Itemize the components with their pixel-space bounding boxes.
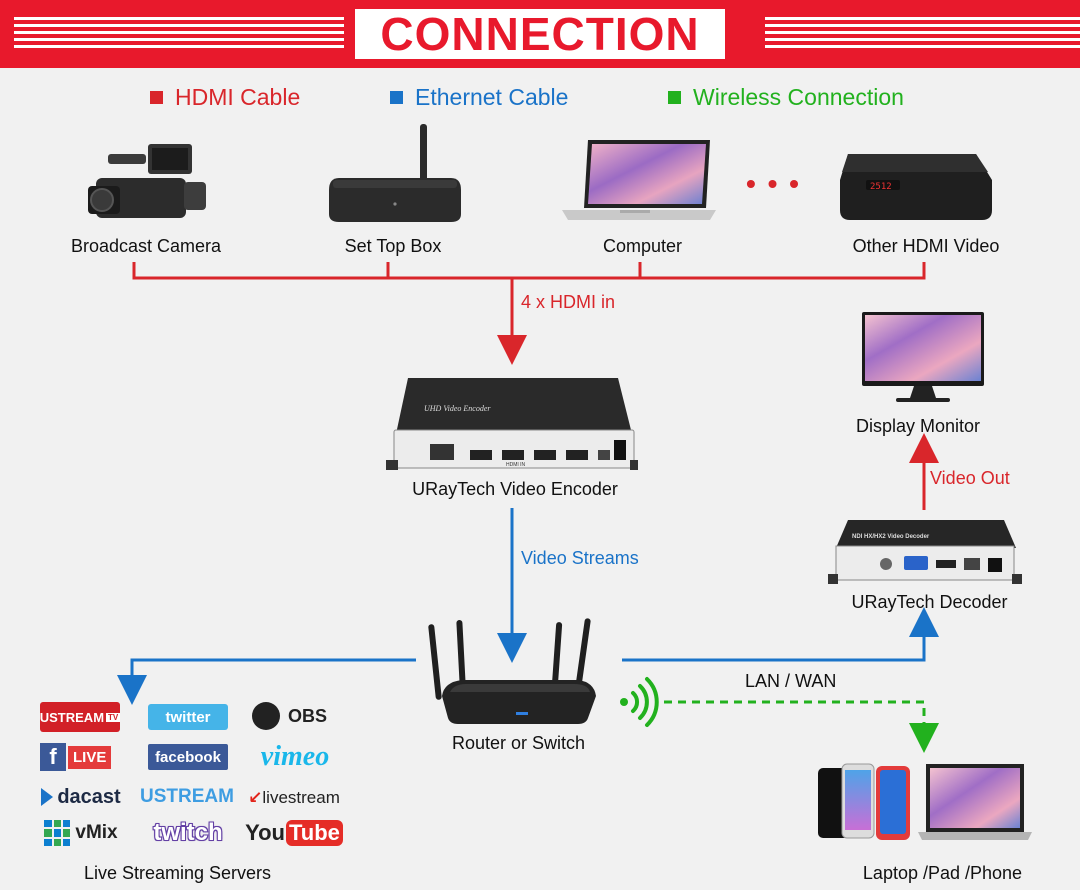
streaming-servers-label: Live Streaming Servers (83, 863, 272, 883)
media-player-display: 2512 (870, 182, 892, 192)
twitch-logo: twitch (144, 816, 232, 850)
display-monitor-icon (862, 312, 984, 402)
facebook-live-text: LIVE (68, 745, 112, 769)
dacast-logo: dacast (38, 782, 124, 812)
laptop-icon (562, 140, 716, 220)
obs-logo: OBS (252, 700, 342, 732)
display-monitor-label: Display Monitor (855, 416, 981, 436)
obs-text: OBS (288, 705, 328, 726)
wifi-icon (620, 677, 659, 727)
facebook-f-icon: f (40, 743, 66, 771)
video-decoder-device: NDI HX/HX2 Video Decoder (828, 518, 1022, 586)
legend-hdmi-swatch (150, 91, 163, 104)
computer-label: Computer (602, 236, 683, 256)
vimeo-text: vimeo (260, 741, 330, 772)
ustream-text: USTREAM (140, 786, 234, 807)
legend-ethernet: Ethernet Cable (390, 84, 568, 111)
dacast-icon (41, 788, 54, 806)
set-top-box-label: Set Top Box (344, 236, 442, 256)
video-out-label: Video Out (930, 468, 1010, 488)
media-player-icon: 2512 (840, 154, 992, 220)
youtube-tube-text: Tube (286, 820, 343, 846)
router-icon (428, 618, 596, 724)
facebook-text: facebook (155, 748, 221, 766)
facebook-live-logo: f LIVE (40, 742, 122, 772)
livestream-logo: ↙ livestream (244, 784, 344, 812)
legend-ethernet-swatch (390, 91, 403, 104)
legend-hdmi-label: HDMI Cable (175, 84, 301, 110)
obs-icon (252, 702, 280, 730)
hdmi-in-label: 4 x HDMI in (521, 292, 616, 312)
banner-stripes-right (765, 17, 1080, 51)
lan-wan-label: LAN / WAN (745, 671, 837, 691)
client-devices-icon (818, 763, 1032, 840)
router-label: Router or Switch (451, 733, 586, 753)
twitter-logo: twitter (148, 704, 228, 730)
broadcast-camera-icon (88, 144, 206, 218)
legend-hdmi: HDMI Cable (150, 84, 300, 111)
twitter-text: twitter (165, 708, 211, 726)
broadcast-camera-label: Broadcast Camera (70, 236, 222, 256)
facebook-logo: facebook (148, 744, 228, 770)
ustream-logo: USTREAM (140, 782, 234, 812)
encoder-plate: UHD Video Encoder (424, 404, 491, 413)
ethernet-lines (117, 508, 939, 705)
video-streams-label: Video Streams (521, 548, 639, 568)
decoder-plate: NDI HX/HX2 Video Decoder (852, 534, 930, 540)
vmix-logo: vMix (38, 818, 124, 848)
video-decoder-label: URayTech Decoder (851, 592, 1008, 612)
ustream-tv-text: USTREAM (39, 709, 105, 725)
wireless-line (664, 700, 939, 753)
banner-stripes-left (14, 17, 344, 51)
video-encoder-label: URayTech Video Encoder (412, 479, 618, 499)
youtube-you-text: You (245, 820, 285, 845)
legend-wireless-label: Wireless Connection (693, 84, 904, 110)
streaming-logos: USTREAM TV twitter OBS f LIVE facebook v… (38, 700, 348, 852)
vmix-icon (44, 820, 71, 846)
ustream-tv-logo: USTREAM TV (39, 702, 121, 732)
set-top-box-icon (329, 124, 461, 222)
more-sources-ellipsis: • • • (746, 168, 801, 199)
twitch-text: twitch (152, 818, 223, 847)
ustream-tv-badge: TV (106, 712, 121, 722)
client-devices-label: Laptop /Pad /Phone (862, 863, 1023, 883)
hdmi-lines (132, 262, 939, 510)
vimeo-logo: vimeo (250, 740, 340, 774)
vmix-text: vMix (75, 822, 118, 843)
livestream-text: livestream (262, 788, 340, 807)
livestream-icon: ↙ (248, 788, 263, 807)
legend-wireless: Wireless Connection (668, 84, 904, 111)
legend-wireless-swatch (668, 91, 681, 104)
encoder-port-label: HDMI IN (506, 462, 526, 468)
video-encoder-device: UHD Video Encoder HDMI IN (386, 374, 638, 474)
legend-ethernet-label: Ethernet Cable (415, 84, 569, 110)
dacast-text: dacast (57, 785, 121, 808)
other-hdmi-video-label: Other HDMI Video (852, 236, 1000, 256)
page-title: CONNECTION (355, 9, 725, 59)
youtube-logo: You Tube (245, 818, 343, 848)
